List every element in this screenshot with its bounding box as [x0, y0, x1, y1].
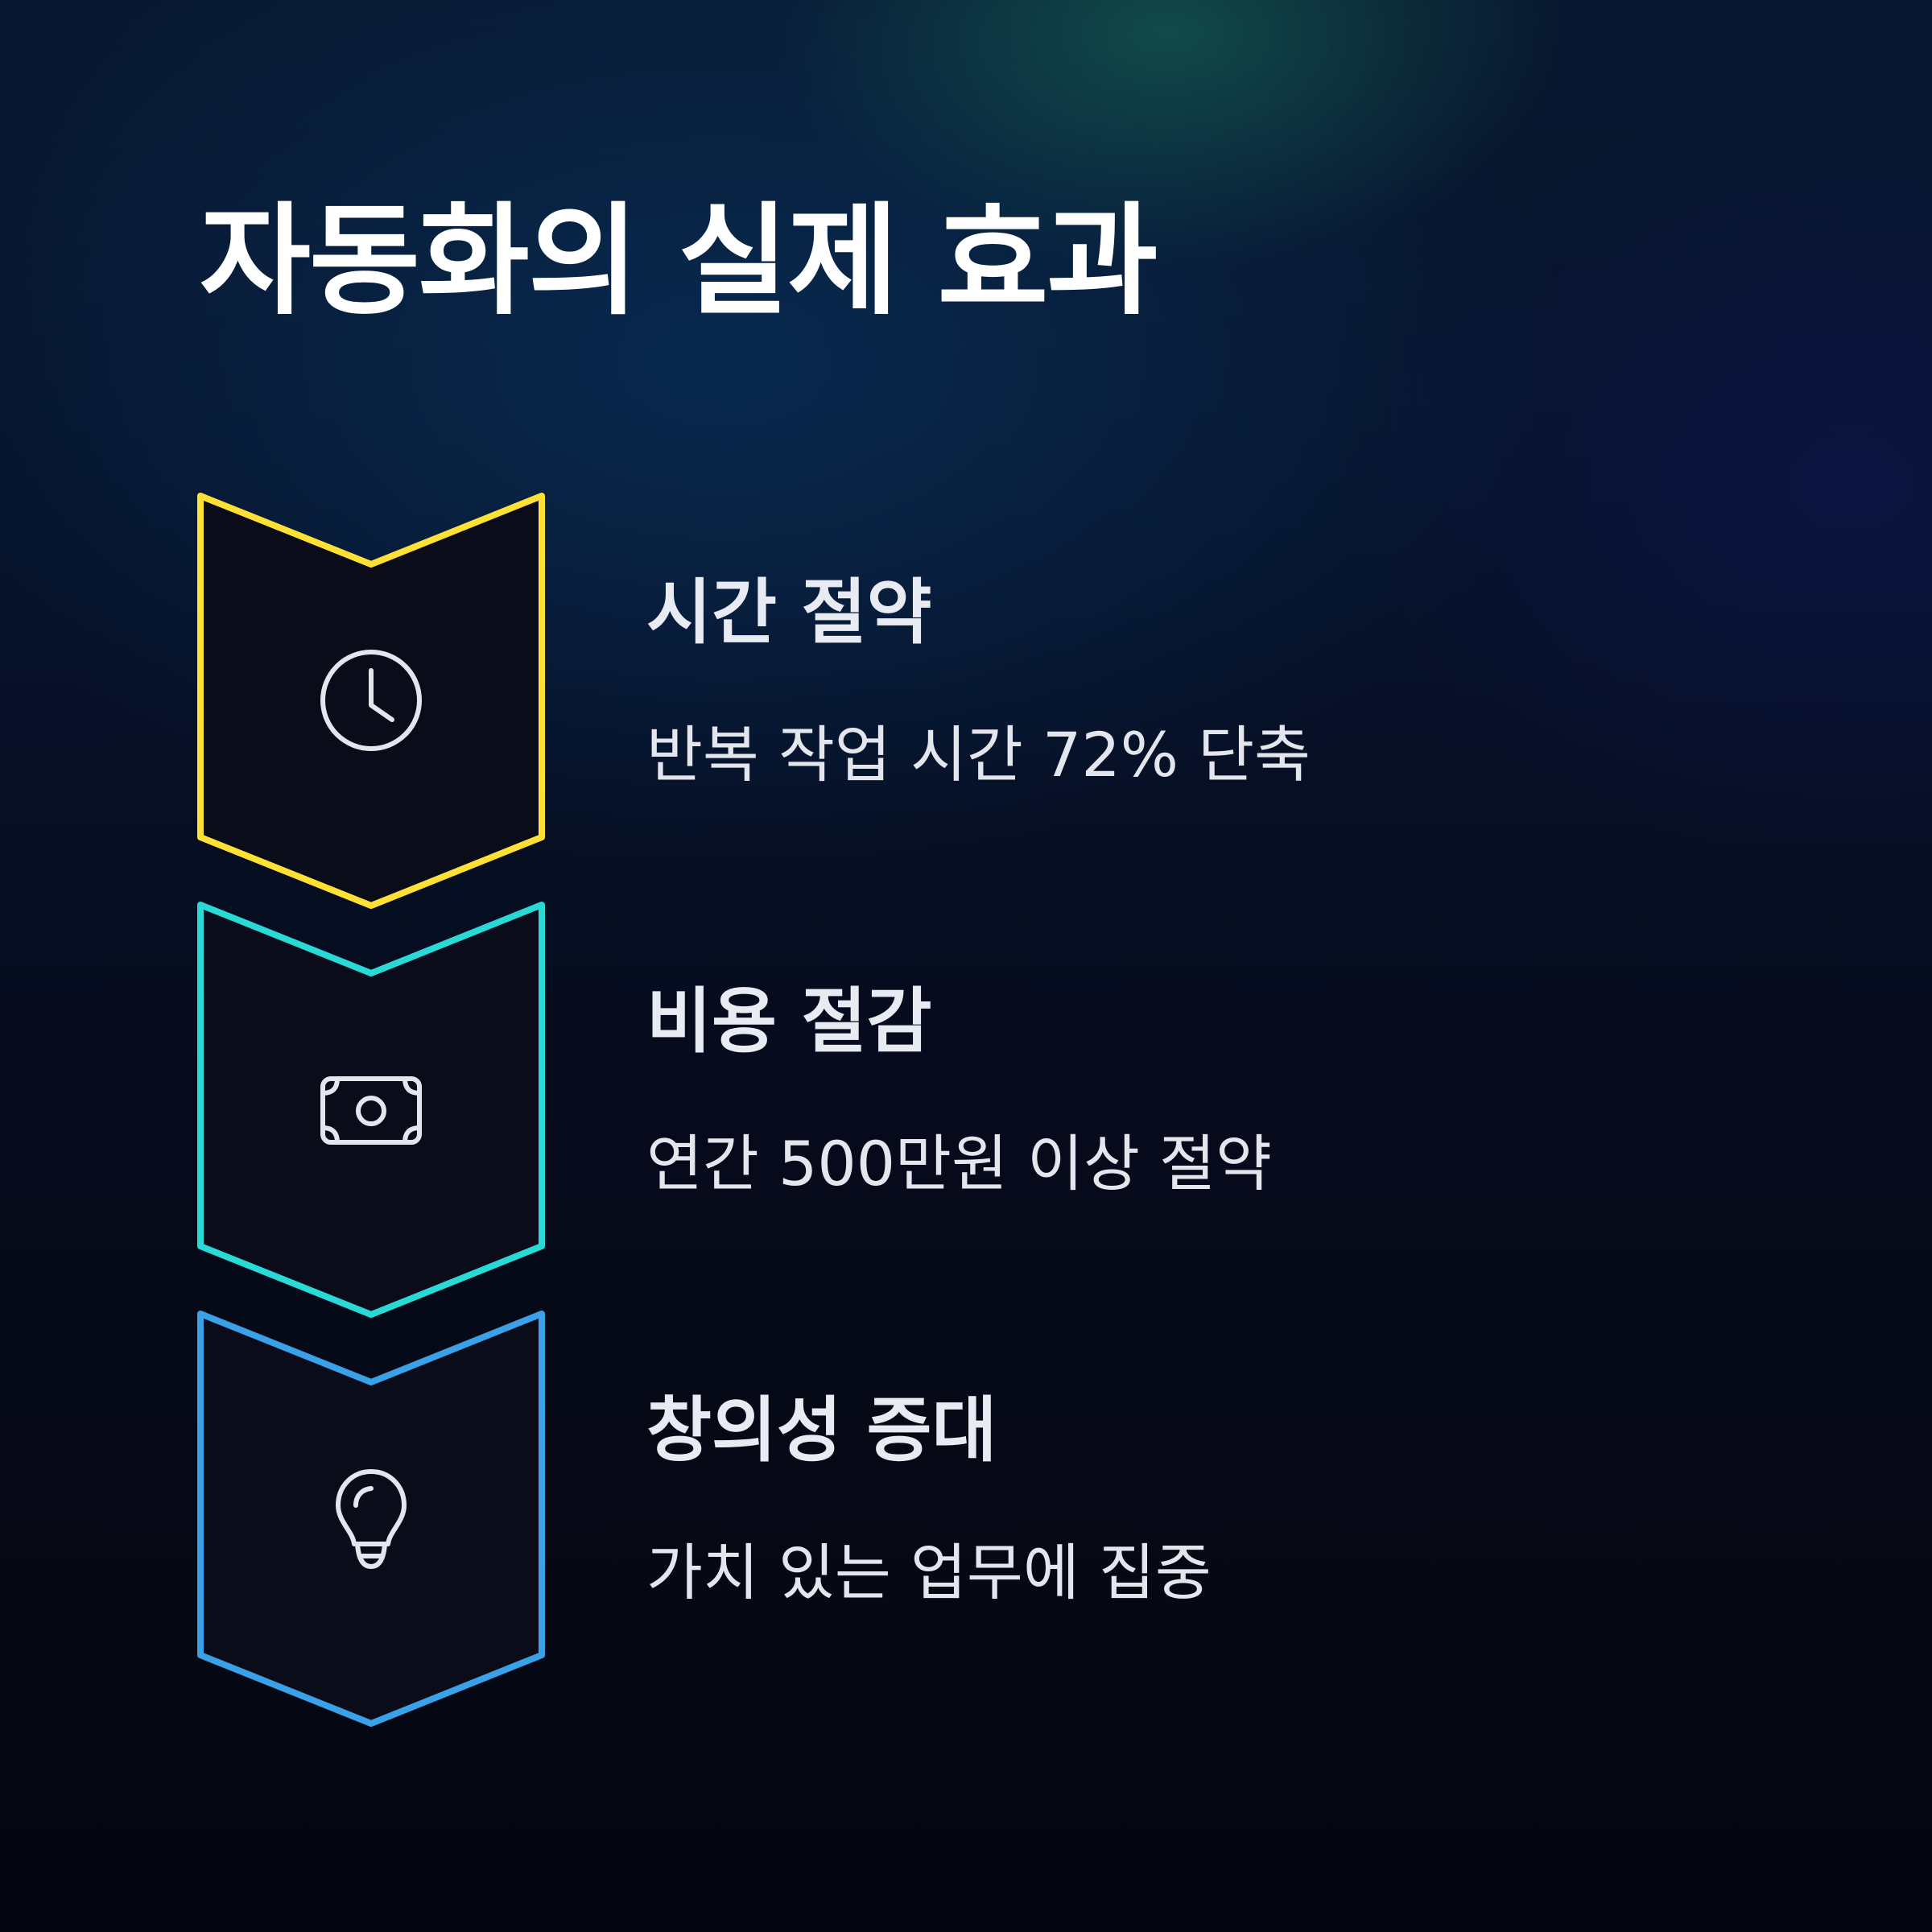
step-2-chevron-shape	[197, 902, 545, 1318]
page-title: 자동화의 실제 효과	[200, 192, 1158, 332]
money-bill-icon	[320, 1076, 422, 1145]
step-1-description: 반복 작업 시간 72% 단축	[646, 719, 1311, 791]
step-2-heading: 비용 절감	[646, 980, 932, 1063]
step-1-chevron	[197, 493, 545, 909]
step-3-description: 가치 있는 업무에 집중	[646, 1537, 1212, 1608]
step-3-chevron-shape	[197, 1311, 545, 1727]
step-2-description: 연간 500만원 이상 절약	[646, 1128, 1272, 1199]
step-3-heading: 창의성 증대	[646, 1389, 997, 1472]
step-2-chevron	[197, 902, 545, 1318]
lightbulb-icon	[336, 1469, 407, 1569]
step-1-heading: 시간 절약	[646, 571, 932, 654]
step-3-chevron	[197, 1311, 545, 1727]
clock-icon	[320, 650, 422, 751]
